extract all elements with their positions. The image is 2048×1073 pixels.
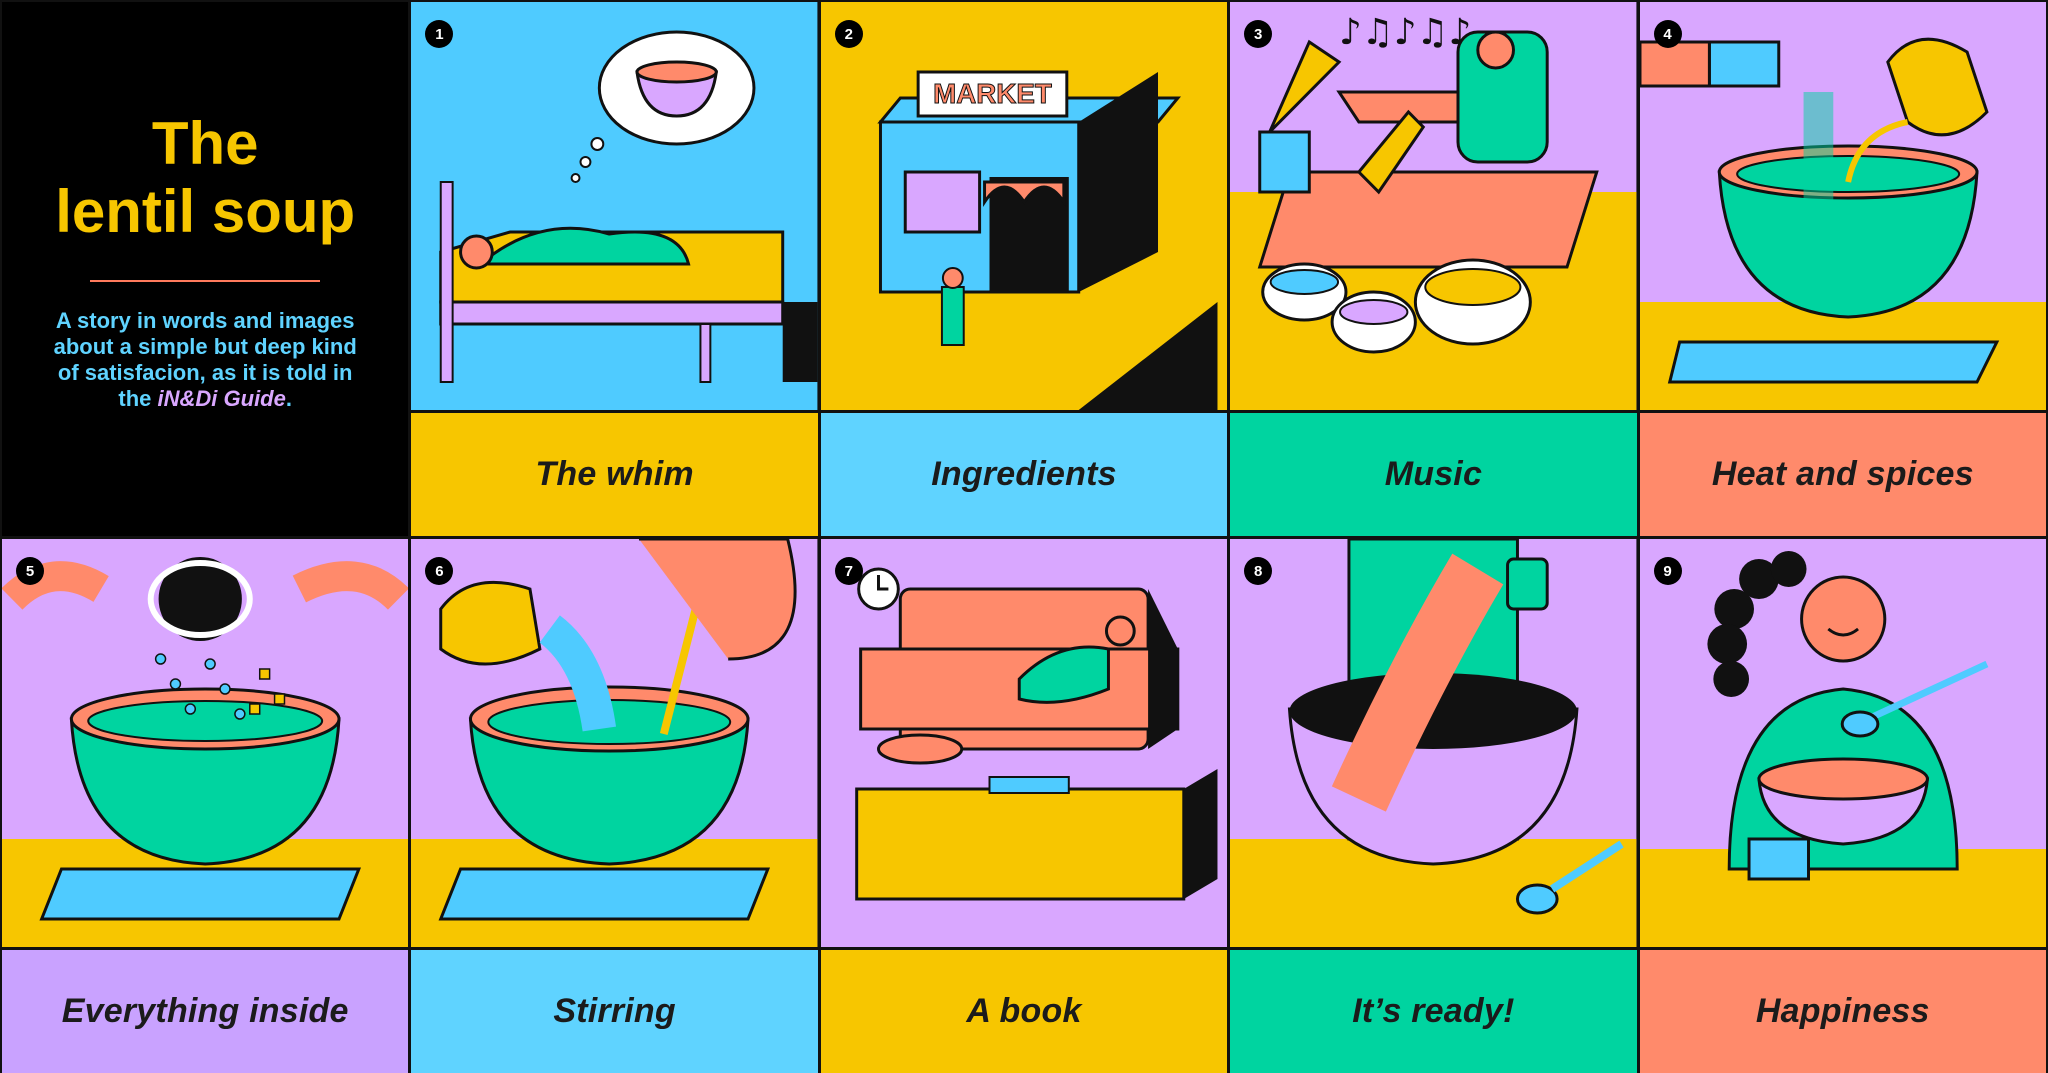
panel-number-badge: 6 <box>425 557 454 585</box>
panel-number-badge: 8 <box>1244 557 1273 585</box>
panel-number-badge: 1 <box>425 20 454 48</box>
caption-1: The whim <box>411 413 818 536</box>
pot-spices-illustration <box>1639 2 2046 410</box>
page-title: The lentil soup <box>55 110 355 246</box>
cooking-music-illustration: ♪♫♪♫♪ <box>1230 2 1637 410</box>
serving-soup-illustration <box>1230 539 1637 947</box>
sleeping-person-illustration <box>411 2 818 410</box>
title-line-1: The <box>151 110 259 177</box>
caption-6: Stirring <box>411 950 818 1073</box>
caption-2: Ingredients <box>820 413 1228 536</box>
caption-3: Music <box>1230 413 1637 536</box>
reading-on-sofa-illustration <box>820 539 1228 947</box>
eating-soup-illustration <box>1639 539 2046 947</box>
pouring-ingredients-illustration <box>2 539 409 947</box>
scene-5-everything-inside: 5 <box>2 539 409 947</box>
scene-8-ready: 8 <box>1230 539 1637 947</box>
scene-6-stirring: 6 <box>411 539 818 947</box>
subtitle-end: . <box>285 386 292 411</box>
market-sign: MARKET <box>933 78 1052 109</box>
caption-7: A book <box>820 950 1228 1073</box>
subtitle-guide-name: iN&Di Guide <box>157 386 286 411</box>
panel-number-badge: 9 <box>1653 557 1682 585</box>
subtitle: A story in words and images about a simp… <box>45 308 365 412</box>
scene-2-market: 2 MARKET <box>820 2 1228 410</box>
caption-8: It’s ready! <box>1230 950 1637 1073</box>
subtitle-text: A story in words and images about a simp… <box>53 308 357 411</box>
scene-7-book: 7 <box>820 539 1228 947</box>
scene-3-music: 3 ♪♫♪♫♪ <box>1230 2 1637 410</box>
panel-number-badge: 5 <box>16 557 44 585</box>
title-divider <box>90 280 321 282</box>
caption-5: Everything inside <box>2 950 409 1073</box>
caption-4: Heat and spices <box>1639 413 2046 536</box>
panel-number-badge: 2 <box>834 20 863 48</box>
panel-number-badge: 4 <box>1653 20 1682 48</box>
scene-9-happiness: 9 <box>1639 539 2046 947</box>
scene-4-heat-spices: 4 <box>1639 2 2046 410</box>
stirring-pot-illustration <box>411 539 818 947</box>
title-panel: The lentil soup A story in words and ima… <box>2 2 409 536</box>
panel-number-badge: 7 <box>834 557 863 585</box>
market-illustration: MARKET <box>820 2 1228 410</box>
scene-1-whim: 1 <box>411 2 818 410</box>
panel-number-badge: 3 <box>1244 20 1273 48</box>
svg-text:♪♫♪♫♪: ♪♫♪♫♪ <box>1339 12 1471 53</box>
title-line-2: lentil soup <box>55 178 356 245</box>
caption-9: Happiness <box>1639 950 2046 1073</box>
